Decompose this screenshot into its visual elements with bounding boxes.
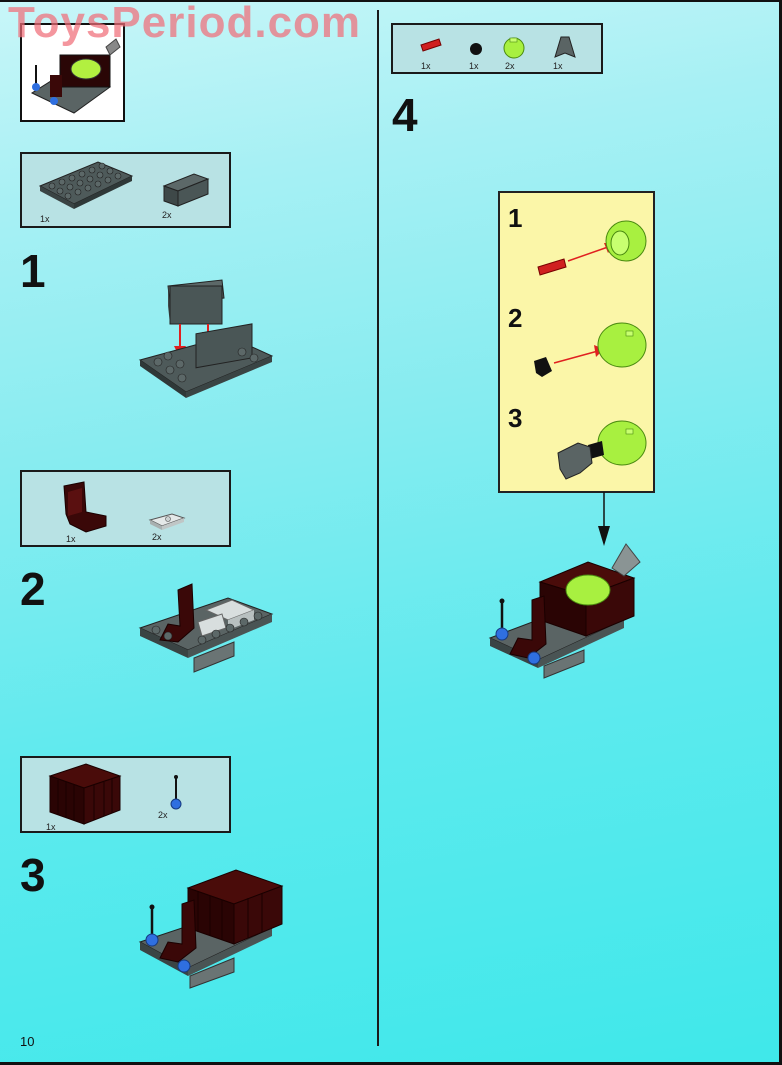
completed-model-icon	[30, 38, 121, 114]
model-thumbnail	[20, 23, 125, 122]
sub-step-number: 2	[508, 303, 523, 333]
step-2-assembly-illustration	[138, 583, 274, 673]
step-4-parts-list: 1x 1x 2x 1x	[391, 23, 603, 74]
lime-dome-icon	[503, 37, 525, 59]
sub-step-1-illustration	[537, 220, 647, 276]
sub-step-2-illustration	[534, 322, 647, 377]
step-number: 1	[20, 245, 46, 297]
blue-lever-icon	[170, 775, 182, 810]
part-qty: 2x	[162, 210, 172, 220]
step-2-parts-list: 1x 2x	[20, 470, 231, 547]
part-qty: 2x	[505, 61, 515, 71]
page-number: 10	[20, 1034, 35, 1049]
dark-gray-plate-icon	[38, 161, 134, 209]
part-qty: 1x	[46, 822, 56, 832]
column-divider	[377, 10, 379, 1046]
part-qty: 1x	[421, 61, 431, 71]
step-1-assembly-illustration	[138, 279, 274, 398]
light-gray-tile-icon	[148, 513, 186, 530]
watermark-text: ToysPeriod.com	[8, 0, 362, 47]
part-qty: 1x	[66, 534, 76, 544]
engine-nozzle-icon	[554, 36, 576, 58]
red-axle-pin-icon	[420, 38, 442, 52]
step-number: 2	[20, 563, 46, 615]
dark-red-seat-icon	[63, 481, 107, 533]
step-number: 4	[392, 89, 418, 141]
part-qty: 1x	[553, 61, 563, 71]
step-1-parts-list: 1x 2x	[20, 152, 231, 228]
dark-gray-brick-icon	[162, 173, 210, 207]
dark-red-container-icon	[48, 763, 122, 825]
part-qty: 1x	[469, 61, 479, 71]
sub-step-number: 3	[508, 403, 523, 433]
sub-assembly-box: 1 2 3	[498, 191, 655, 493]
down-arrow-icon	[598, 492, 610, 546]
sub-step-number: 1	[508, 203, 523, 233]
part-qty: 2x	[158, 810, 168, 820]
step-3-parts-list: 1x 2x	[20, 756, 231, 833]
black-cone-icon	[470, 43, 482, 55]
sub-step-3-illustration	[557, 420, 647, 480]
part-qty: 2x	[152, 532, 162, 542]
part-qty: 1x	[40, 214, 50, 224]
step-number: 3	[20, 849, 46, 901]
step-4-assembly-illustration	[488, 543, 641, 679]
step-3-assembly-illustration	[138, 869, 284, 989]
